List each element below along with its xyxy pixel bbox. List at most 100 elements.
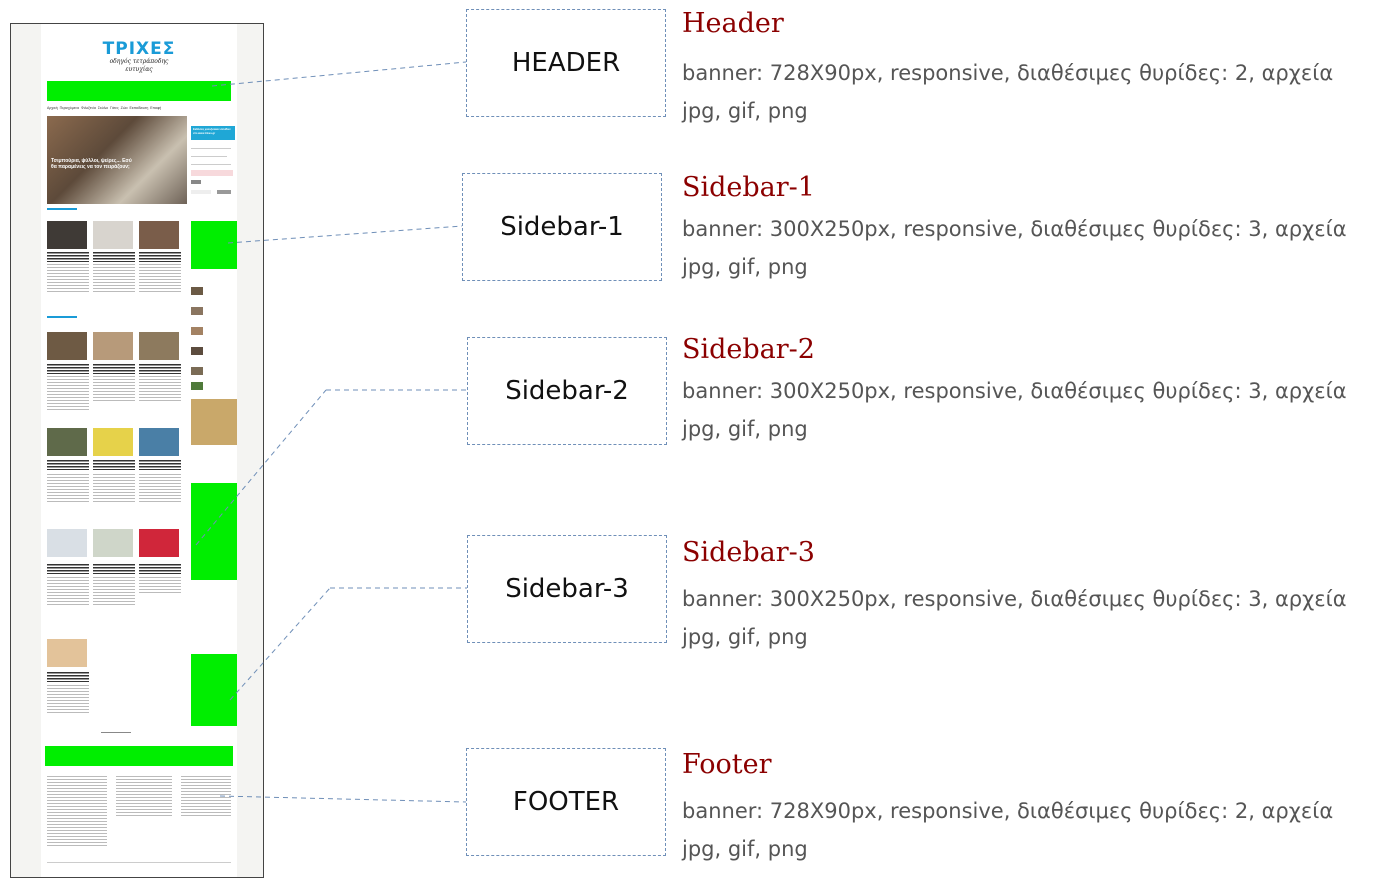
side-thumb [191,382,203,390]
article-excerpt [93,474,135,504]
article-image[interactable] [47,428,87,456]
footer-column [116,776,172,816]
footer-banner-slot [45,746,233,766]
sidebar3-desc: banner: 300X250px, responsive, διαθέσιμε… [682,587,1347,649]
hero-slider[interactable]: Τσιμπούρια, ψύλλοι, ψείρες... Εσύ θα παρ… [47,116,187,204]
sidebar2-banner-slot [191,483,237,580]
side-thumb [191,307,203,315]
article-excerpt [93,376,135,402]
side-thumb [191,327,203,335]
hero-title: Τσιμπούρια, ψύλλοι, ψείρες... Εσύ θα παρ… [51,158,132,170]
article-title[interactable] [93,252,135,262]
article-excerpt [47,474,89,504]
callout-label: Sidebar-2 [505,376,629,406]
newsletter-input[interactable] [191,170,233,176]
website-thumbnail: ΤΡΙΧΕΣ οδηγός τετράποδης ευτυχίας Αρχική… [10,23,264,878]
article-excerpt [93,577,135,605]
article-excerpt [139,577,181,593]
logo-subtitle: οδηγός τετράποδης ευτυχίας [109,58,169,73]
callout-sidebar2: Sidebar-2 [467,337,667,445]
sidebar2-title: Sidebar-2 [682,334,815,365]
header-desc: banner: 728X90px, responsive, διαθέσιμες… [682,61,1334,123]
sidebar3-title: Sidebar-3 [682,537,815,568]
logo-title: ΤΡΙΧΕΣ [102,39,176,59]
article-excerpt [47,264,89,294]
article-image[interactable] [139,428,179,456]
side-promo-text: Εκδόσεις φιλοζωικών σελίδων στο www.trix… [193,128,231,135]
article-title[interactable] [47,252,89,262]
article-title[interactable] [139,460,181,470]
callout-label: Sidebar-3 [505,574,629,604]
article-excerpt [139,474,181,504]
nav-item[interactable]: Ζώα [120,106,128,110]
article-title[interactable] [47,460,89,470]
search-input[interactable] [191,190,211,194]
article-title[interactable] [93,460,135,470]
nav-item[interactable]: Αρχική [47,106,58,110]
footer-desc: banner: 728X90px, responsive, διαθέσιμες… [682,799,1334,861]
article-image[interactable] [93,529,133,557]
newsletter-button[interactable] [191,180,201,184]
article-image[interactable] [93,221,133,249]
search-button[interactable] [217,190,231,194]
article-image[interactable] [47,221,87,249]
article-title[interactable] [139,364,181,374]
site-page: ΤΡΙΧΕΣ οδηγός τετράποδης ευτυχίας Αρχική… [41,24,237,877]
article-title[interactable] [47,564,89,574]
article-image[interactable] [47,639,87,667]
hero-caption: Τσιμπούρια, ψύλλοι, ψείρες... Εσύ θα παρ… [51,156,135,170]
article-title[interactable] [93,564,135,574]
section-heading [47,316,77,318]
site-nav: Αρχική Περιεχόμενα Φιλοξενία Σκύλοι Γάτε… [47,106,227,112]
footer-column [181,776,231,816]
article-image[interactable] [139,529,179,557]
callout-sidebar3: Sidebar-3 [467,535,667,643]
header-title: Header [682,8,784,39]
side-line [191,156,227,157]
side-promo-box[interactable]: Εκδόσεις φιλοζωικών σελίδων στο www.trix… [191,126,235,140]
article-image[interactable] [93,332,133,360]
article-image[interactable] [139,332,179,360]
callout-label: HEADER [511,48,621,78]
article-excerpt [93,264,135,294]
article-image[interactable] [47,529,87,557]
nav-item[interactable]: Εκπαίδευση [129,106,149,110]
article-excerpt [47,376,89,410]
site-logo: ΤΡΙΧΕΣ οδηγός τετράποδης ευτυχίας [99,41,179,74]
nav-item[interactable]: Περιεχόμενα [59,106,80,110]
sidebar3-banner-slot [191,654,237,726]
article-excerpt [139,376,181,402]
pagination[interactable] [101,732,131,733]
nav-item[interactable]: Γάτες [110,106,119,110]
article-excerpt [139,264,181,294]
article-image[interactable] [139,221,179,249]
side-ad-image [191,399,237,445]
callout-footer: FOOTER [466,748,666,856]
article-title[interactable] [93,364,135,374]
article-image[interactable] [47,332,87,360]
callout-sidebar1: Sidebar-1 [462,173,662,281]
article-image[interactable] [93,428,133,456]
nav-item[interactable]: Σκύλοι [97,106,109,110]
article-excerpt [47,577,89,605]
article-title[interactable] [47,364,89,374]
side-thumb [191,367,203,375]
footer-title: Footer [682,749,772,780]
article-title[interactable] [139,252,181,262]
article-title[interactable] [47,672,89,682]
nav-item[interactable]: Επαφή [150,106,162,110]
side-line [191,148,231,149]
footer-copyright [47,862,231,863]
callout-label: FOOTER [512,787,620,817]
header-banner-slot [47,81,231,101]
sidebar1-banner-slot [191,221,237,269]
article-title[interactable] [139,564,181,574]
footer-column [47,776,107,846]
article-excerpt [47,685,89,715]
nav-item[interactable]: Φιλοξενία [81,106,96,110]
sidebar1-title: Sidebar-1 [682,172,815,203]
side-thumb [191,347,203,355]
section-heading [47,208,77,210]
sidebar1-desc: banner: 300X250px, responsive, διαθέσιμε… [682,217,1347,279]
callout-label: Sidebar-1 [500,212,624,242]
